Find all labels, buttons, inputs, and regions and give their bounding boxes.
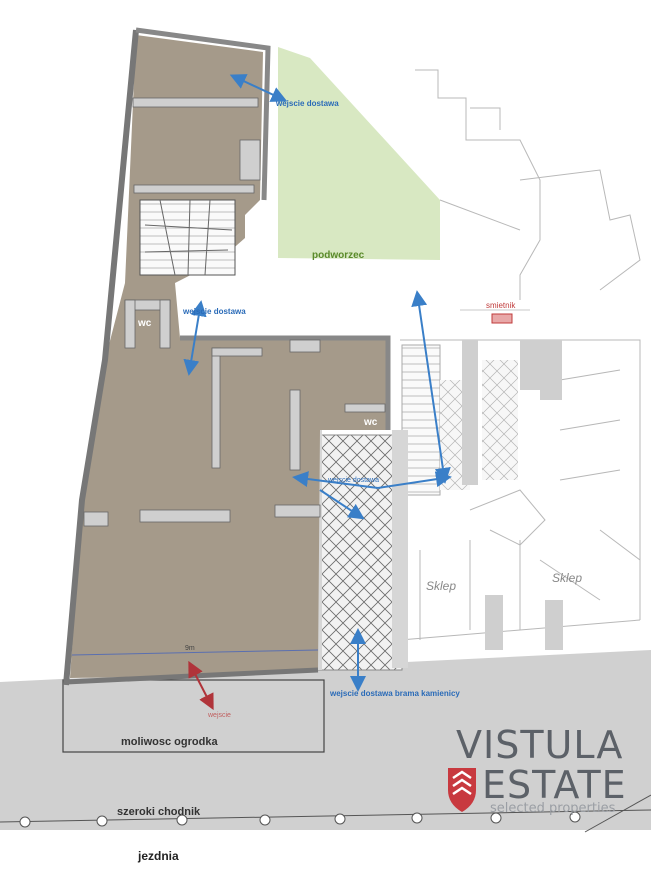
staircase	[139, 199, 236, 276]
label-wc-1: wc	[137, 318, 152, 329]
neighbor-hatch-2	[482, 360, 518, 480]
logo-tagline: selected properties	[490, 801, 616, 816]
neighbor-wall-2	[520, 340, 540, 390]
outer-wall-mid	[180, 335, 391, 430]
arrow-main-entrance	[188, 660, 214, 711]
label-width-9m: 9m	[185, 645, 195, 652]
label-trash: smietnik	[486, 301, 516, 310]
lower-unit-fill	[70, 283, 388, 678]
street-bottom	[0, 830, 651, 880]
dimension-line	[71, 649, 319, 656]
outer-wall-top	[135, 27, 271, 201]
neighbor-wall-3	[540, 340, 562, 400]
interior-walls	[83, 97, 386, 527]
arrow-courtyard-vertical	[411, 290, 451, 484]
logo-line1: VISTULA	[456, 723, 623, 767]
logo-line2: ESTATE	[482, 763, 627, 807]
neighbor-wall-1	[462, 340, 478, 485]
neighbor-wall-5	[545, 600, 563, 650]
label-garden-option: moliwosc ogrodka	[121, 736, 218, 748]
shield-icon	[448, 768, 476, 812]
label-wc-2: wc	[363, 417, 378, 428]
vistula-estate-logo: VISTULA ESTATE selected properties	[448, 723, 627, 816]
gate-wall-right	[392, 430, 408, 668]
label-courtyard: podworzec	[312, 250, 365, 261]
curb-line	[0, 809, 651, 823]
label-entrance-delivery-mid: wejscie dostawa	[182, 307, 246, 316]
arrow-unit-diagonal-2	[319, 489, 365, 520]
label-road: jezdnia	[137, 849, 179, 863]
arrow-top-entrance	[229, 74, 288, 102]
arrow-gate-horizontal	[377, 471, 452, 489]
bollards	[19, 811, 581, 828]
label-gate-entrance: wejscie dostawa brama kamienicy	[329, 689, 460, 698]
label-shop-1: Sklep	[426, 579, 456, 593]
gate-passage	[317, 434, 403, 671]
outer-wall-left	[63, 29, 139, 686]
arrow-unit-diagonal-1	[292, 471, 379, 489]
street-diagonal	[584, 794, 651, 833]
trash-box	[491, 313, 513, 324]
courtyard-area	[278, 47, 440, 260]
neighbor-plan-outline	[399, 69, 641, 641]
staircase-lines	[144, 199, 233, 276]
arrow-mid-entrance	[183, 300, 207, 376]
label-gate-small: wejscie dostawa	[327, 477, 379, 484]
label-sidewalk: szeroki chodnik	[117, 806, 201, 818]
neighbor-wall-4	[485, 595, 503, 650]
street-area	[0, 650, 651, 880]
label-shop-2: Sklep	[552, 571, 582, 585]
label-entrance-delivery-top: wejscie dostawa	[275, 99, 339, 108]
label-main-entrance: wejscie	[207, 712, 231, 719]
